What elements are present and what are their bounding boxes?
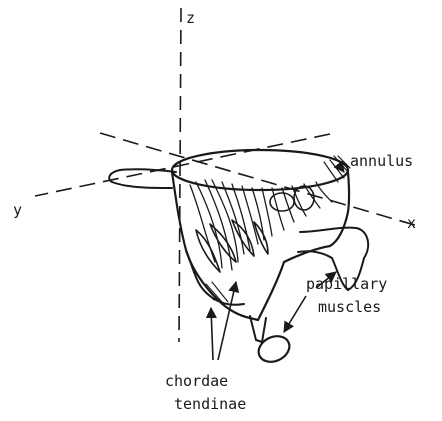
y-axis-label: y <box>13 201 22 219</box>
papillary-arrow-1 <box>284 296 306 332</box>
annulus-hatching <box>324 156 350 182</box>
valve-illustration <box>109 150 368 367</box>
x-axis-label: x <box>407 214 416 232</box>
z-axis <box>179 8 181 342</box>
left-horn <box>109 169 176 188</box>
annulus-label: annulus <box>350 152 413 170</box>
papillary-label-line2: muscles <box>318 298 381 316</box>
chordae-arrow-1 <box>211 308 213 360</box>
chordae-label-line1: chordae <box>165 372 228 390</box>
papillary-tip <box>254 331 293 366</box>
annulus-rim <box>172 150 348 190</box>
papillary-label-line1: papillary <box>306 275 387 293</box>
chordae-label-line2: tendinae <box>174 395 246 413</box>
z-axis-label: z <box>186 9 195 27</box>
